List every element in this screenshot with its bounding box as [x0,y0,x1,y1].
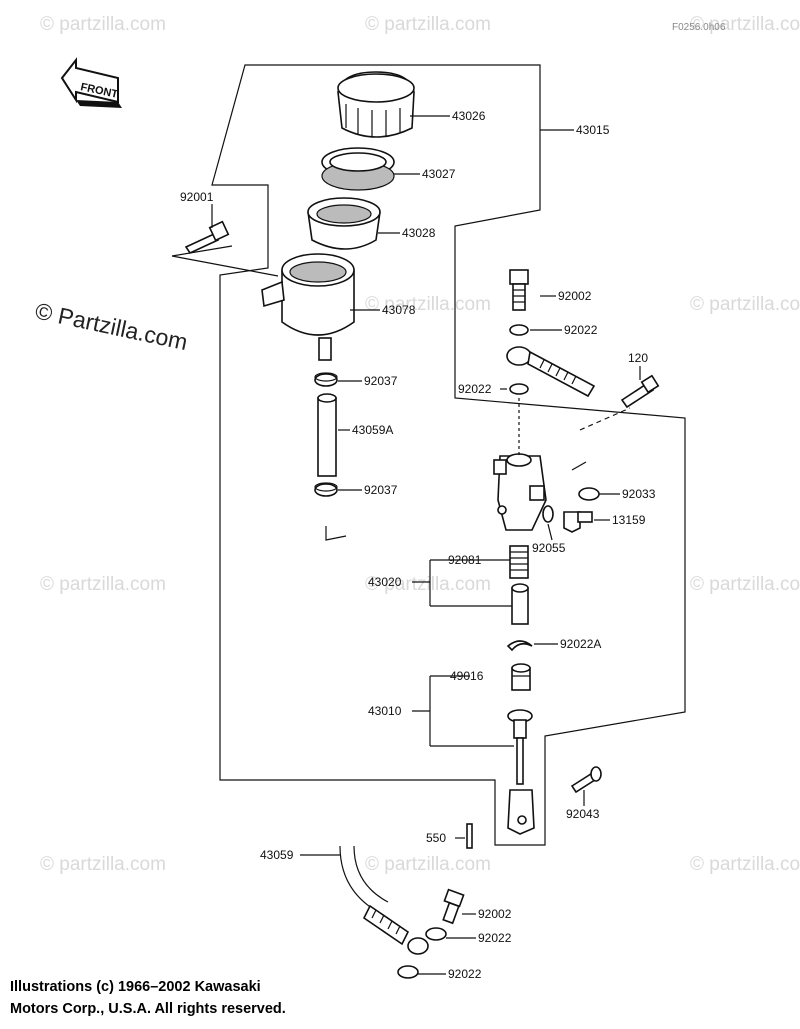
circlip [506,640,533,652]
watermark: © partzilla.com [690,294,800,315]
reservoir-hose [317,393,337,477]
spring [509,545,529,579]
hose-clamp [314,483,338,497]
washer [397,965,419,979]
watermark: © partzilla.com [365,854,491,875]
hose-clamp-edge [314,482,338,492]
watermark: © partzilla.com [40,854,166,875]
part-label-43078: 43078 [382,303,416,317]
washer [509,324,529,336]
brake-hose [339,845,429,955]
master-cylinder-body [493,453,547,531]
part-label-92022: 92022 [478,931,512,945]
hose-clamp [314,373,338,387]
watermark: © partzilla.com [40,14,166,35]
diaphragm-plate [307,197,381,250]
reservoir-cap [337,71,415,138]
part-label-92001: 92001 [180,190,214,204]
part-label-92043: 92043 [566,807,600,821]
watermark: © partzilla.com [690,574,800,595]
push-rod [507,709,535,835]
part-label-92037: 92037 [364,374,398,388]
part-label-92022: 92022 [564,323,598,337]
part-label-92022A: 92022A [560,637,601,651]
part-label-92037: 92037 [364,483,398,497]
part-label-43010: 43010 [368,704,402,718]
part-label-92002: 92002 [558,289,592,303]
part-label-43059A: 43059A [352,423,393,437]
part-label-120: 120 [628,351,648,365]
watermark: © partzilla.com [40,574,166,595]
part-label-43027: 43027 [422,167,456,181]
watermark: © partzilla.com [690,854,800,875]
part-label-43028: 43028 [402,226,436,240]
watermark: © partzilla.com [365,14,491,35]
part-label-43020: 43020 [368,575,402,589]
banjo-bolt [509,269,529,311]
cotter-pin [466,823,473,849]
part-label-92033: 92033 [622,487,656,501]
assembly-outline [211,64,686,846]
piston [511,583,529,625]
banjo-fitting [506,346,596,398]
reservoir [261,253,355,361]
dust-boot [511,663,531,691]
watermark: © partzilla.com [365,574,491,595]
watermark: © partzilla.com [365,294,491,315]
part-label-49016: 49016 [450,669,484,683]
part-label-92081: 92081 [448,553,482,567]
copyright-line: Illustrations (c) 1966–2002 Kawasaki [10,979,261,995]
bolt-120 [620,374,660,409]
part-label-92022: 92022 [458,382,492,396]
o-ring-92055 [542,505,554,523]
part-label-550: 550 [426,831,446,845]
part-label-92002: 92002 [478,907,512,921]
part-label-43015: 43015 [576,123,610,137]
bolt-92001 [184,220,230,255]
part-label-13159: 13159 [612,513,646,527]
leader-lines [171,115,641,975]
pin [570,766,602,794]
part-label-92022: 92022 [448,967,482,981]
watermark: © partzilla.com [690,14,800,35]
part-label-43026: 43026 [452,109,486,123]
banjo-bolt-lower [442,888,465,925]
diaphragm [321,147,395,191]
part-labels: 43026 43015 43027 92001 43028 43078 9200… [180,109,656,981]
elbow-fitting [563,511,593,533]
part-label-92055: 92055 [532,541,566,555]
part-label-43059: 43059 [260,848,294,862]
front-arrow-icon: FRONT [60,57,122,108]
hose-clamp-edge [314,372,338,382]
washer [425,927,447,941]
watermark-prominent: © Partzilla.com [33,297,190,355]
page-code: F0256.0h06 [672,22,726,33]
copyright-line: Motors Corp., U.S.A. All rights reserved… [10,1001,286,1017]
copyright-notice: Illustrations (c) 1966–2002 Kawasaki Mot… [10,976,450,1020]
ring-92033 [578,487,600,501]
washer [509,383,529,395]
